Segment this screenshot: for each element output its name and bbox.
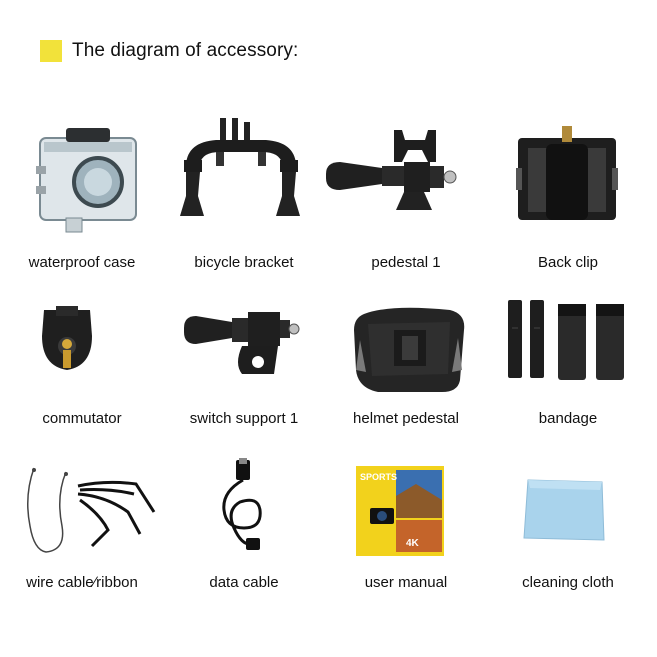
bicycle-bracket-icon: [180, 118, 300, 216]
cleaning-cloth-icon: [523, 479, 605, 541]
accessory-label: cleaning cloth: [522, 574, 614, 591]
commutator-icon: [42, 306, 92, 370]
accessory-label: bicycle bracket: [194, 254, 294, 271]
accessory-label: wire cable∕ribbon: [26, 574, 138, 591]
back-clip-icon: [516, 126, 618, 220]
accessory-label: switch support 1: [189, 410, 299, 427]
page-title: The diagram of accessory:: [72, 40, 299, 61]
manual-badge-text: 4K: [406, 538, 420, 549]
accessory-label: pedestal 1: [371, 254, 441, 271]
accessory-label: bandage: [538, 410, 598, 427]
user-manual-icon: SPORTS 4K: [356, 466, 444, 556]
header-accent-square: [40, 40, 62, 62]
wire-cable-icon: [27, 467, 156, 553]
accessory-label: waterproof case: [28, 254, 136, 271]
accessory-label: commutator: [42, 410, 122, 427]
accessory-label: Back clip: [537, 254, 599, 271]
header: The diagram of accessory:: [40, 40, 298, 62]
data-cable-icon: [222, 458, 262, 550]
bandage-icon: [508, 300, 624, 380]
accessory-label: data cable: [209, 574, 279, 591]
pedestal-icon: [326, 130, 457, 210]
accessory-label: user manual: [364, 574, 448, 591]
accessory-label: helmet pedestal: [353, 410, 459, 427]
switch-support-icon: [184, 312, 300, 374]
waterproof-case-icon: [36, 128, 137, 233]
manual-brand-text: SPORTS: [360, 472, 397, 482]
helmet-pedestal-icon: [354, 307, 465, 392]
